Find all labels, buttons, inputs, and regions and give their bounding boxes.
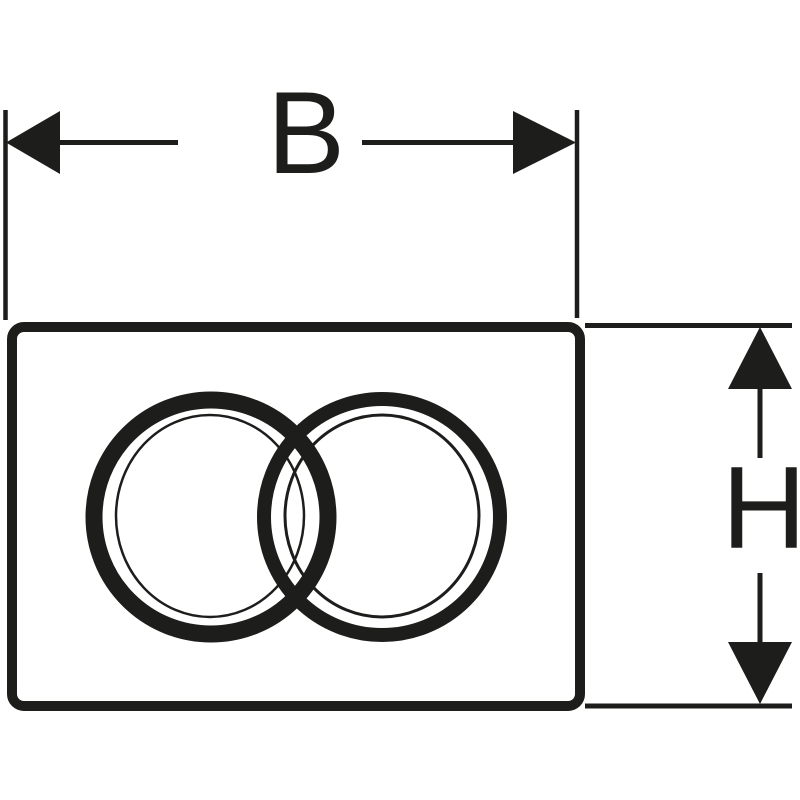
left-flush-button xyxy=(85,391,337,643)
left-button-inner-edge xyxy=(114,413,306,619)
width-dimension: B xyxy=(3,67,580,320)
arrow-left-icon xyxy=(6,111,60,174)
left-button-ring xyxy=(85,391,337,643)
flush-plate xyxy=(7,322,585,711)
height-label: H xyxy=(722,442,800,573)
right-flush-button xyxy=(257,392,507,642)
flush-plate-outline xyxy=(7,322,585,711)
right-button-inner-edge xyxy=(283,413,481,619)
width-label: B xyxy=(267,67,345,198)
arrow-down-icon xyxy=(728,642,792,704)
arrow-up-icon xyxy=(728,327,792,389)
arrow-right-icon xyxy=(513,111,576,174)
right-button-ring xyxy=(257,392,507,642)
height-dimension: H xyxy=(585,323,800,709)
